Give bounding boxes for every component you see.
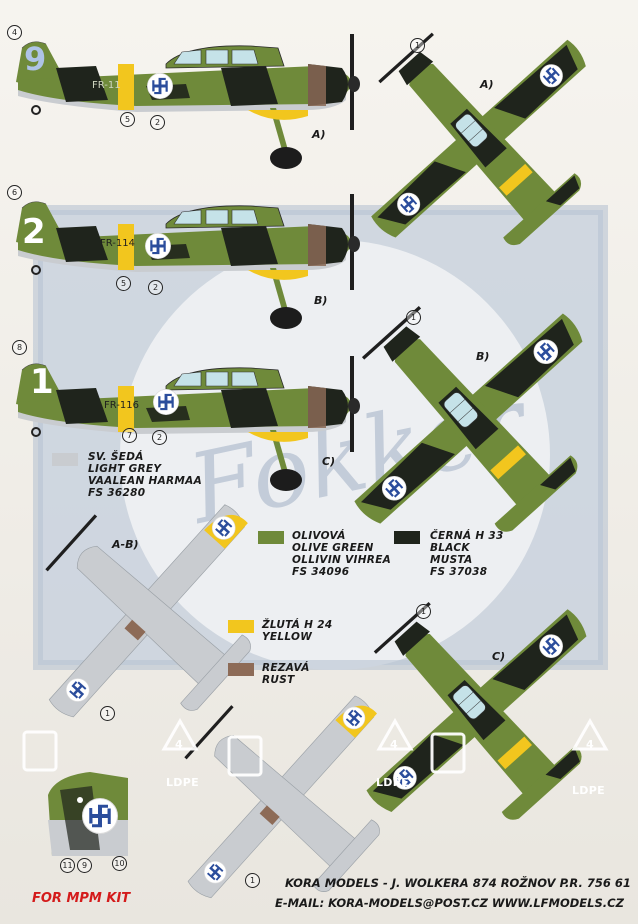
registration-b: FR-114 xyxy=(100,238,135,249)
recycle-label-1: LDPE xyxy=(166,776,199,789)
variant-a-side: A) xyxy=(312,128,326,141)
callout-1-top-c: 1 xyxy=(416,604,431,619)
callout-1-bottom-c: 1 xyxy=(245,873,260,888)
top-view-a xyxy=(306,0,638,307)
side-roundel-a xyxy=(146,72,174,100)
legend-text-light-grey: SV. ŠEDÁ LIGHT GREY VAALEAN HARMAA FS 36… xyxy=(88,451,202,499)
callout-5a: 5 xyxy=(120,112,135,127)
side-profile-b xyxy=(15,193,361,330)
callout-1-top-a: 1 xyxy=(410,38,425,53)
callout-9: 9 xyxy=(77,858,92,873)
legend-swatch-black xyxy=(394,531,420,544)
tail-number-a: 9 xyxy=(24,40,47,78)
legend-text-black: ČERNÁ H 33 BLACK MUSTA FS 37038 xyxy=(430,530,504,578)
legend-text-yellow: ŽLUTÁ H 24 YELLOW xyxy=(262,619,333,643)
variant-c-side: C) xyxy=(322,455,336,468)
legend-swatch-light-grey xyxy=(52,453,78,466)
callout-6: 6 xyxy=(7,185,22,200)
footer-address: KORA MODELS - J. WOLKERA 874 ROŽNOV P.R.… xyxy=(285,876,631,890)
callout-7: 7 xyxy=(122,428,137,443)
callout-2a: 2 xyxy=(150,115,165,130)
callout-2c: 2 xyxy=(152,430,167,445)
legend-swatch-yellow xyxy=(228,620,254,633)
callout-1-top-b: 1 xyxy=(406,310,421,325)
side-roundel-c xyxy=(152,388,180,416)
recycle-number-1: 4 xyxy=(175,738,183,751)
callout-11: 11 xyxy=(60,858,75,873)
registration-a: FR-11 xyxy=(92,80,121,91)
recycle-label-2: LDPE xyxy=(376,776,409,789)
recycle-number-2: 4 xyxy=(390,738,398,751)
callout-4: 4 xyxy=(7,25,22,40)
recycle-label-3: LDPE xyxy=(572,784,605,797)
footer-email: E-MAIL: KORA-MODELS@POST.CZ WWW.LFMODELS… xyxy=(275,896,624,910)
legend-text-olive-green: OLIVOVÁ OLIVE GREEN OLLIVIN VIHREA FS 34… xyxy=(292,530,392,578)
tail-detail xyxy=(48,772,128,856)
variant-ab-bottom: A-B) xyxy=(112,538,139,551)
kit-label: FOR MPM KIT xyxy=(32,891,131,906)
callout-2b: 2 xyxy=(148,280,163,295)
variant-a-top: A) xyxy=(480,78,494,91)
callout-1-bottom-ab: 1 xyxy=(100,706,115,721)
legend-text-rust: REZAVÁ RUST xyxy=(262,662,310,686)
legend-swatch-olive-green xyxy=(258,531,284,544)
side-profile-a xyxy=(15,33,361,170)
callout-10: 10 xyxy=(112,856,127,871)
variant-b-side: B) xyxy=(314,294,328,307)
callout-8: 8 xyxy=(12,340,27,355)
callout-5b: 5 xyxy=(116,276,131,291)
recycle-number-3: 4 xyxy=(586,738,594,751)
tail-number-c: 1 xyxy=(30,362,54,402)
recycling-group xyxy=(22,717,609,777)
tail-number-b: 2 xyxy=(22,212,46,252)
variant-b-top: B) xyxy=(476,350,490,363)
registration-c: FR-116 xyxy=(104,400,139,411)
side-roundel-b xyxy=(144,232,172,260)
legend-swatch-rust xyxy=(228,663,254,676)
variant-c-top: C) xyxy=(492,650,506,663)
